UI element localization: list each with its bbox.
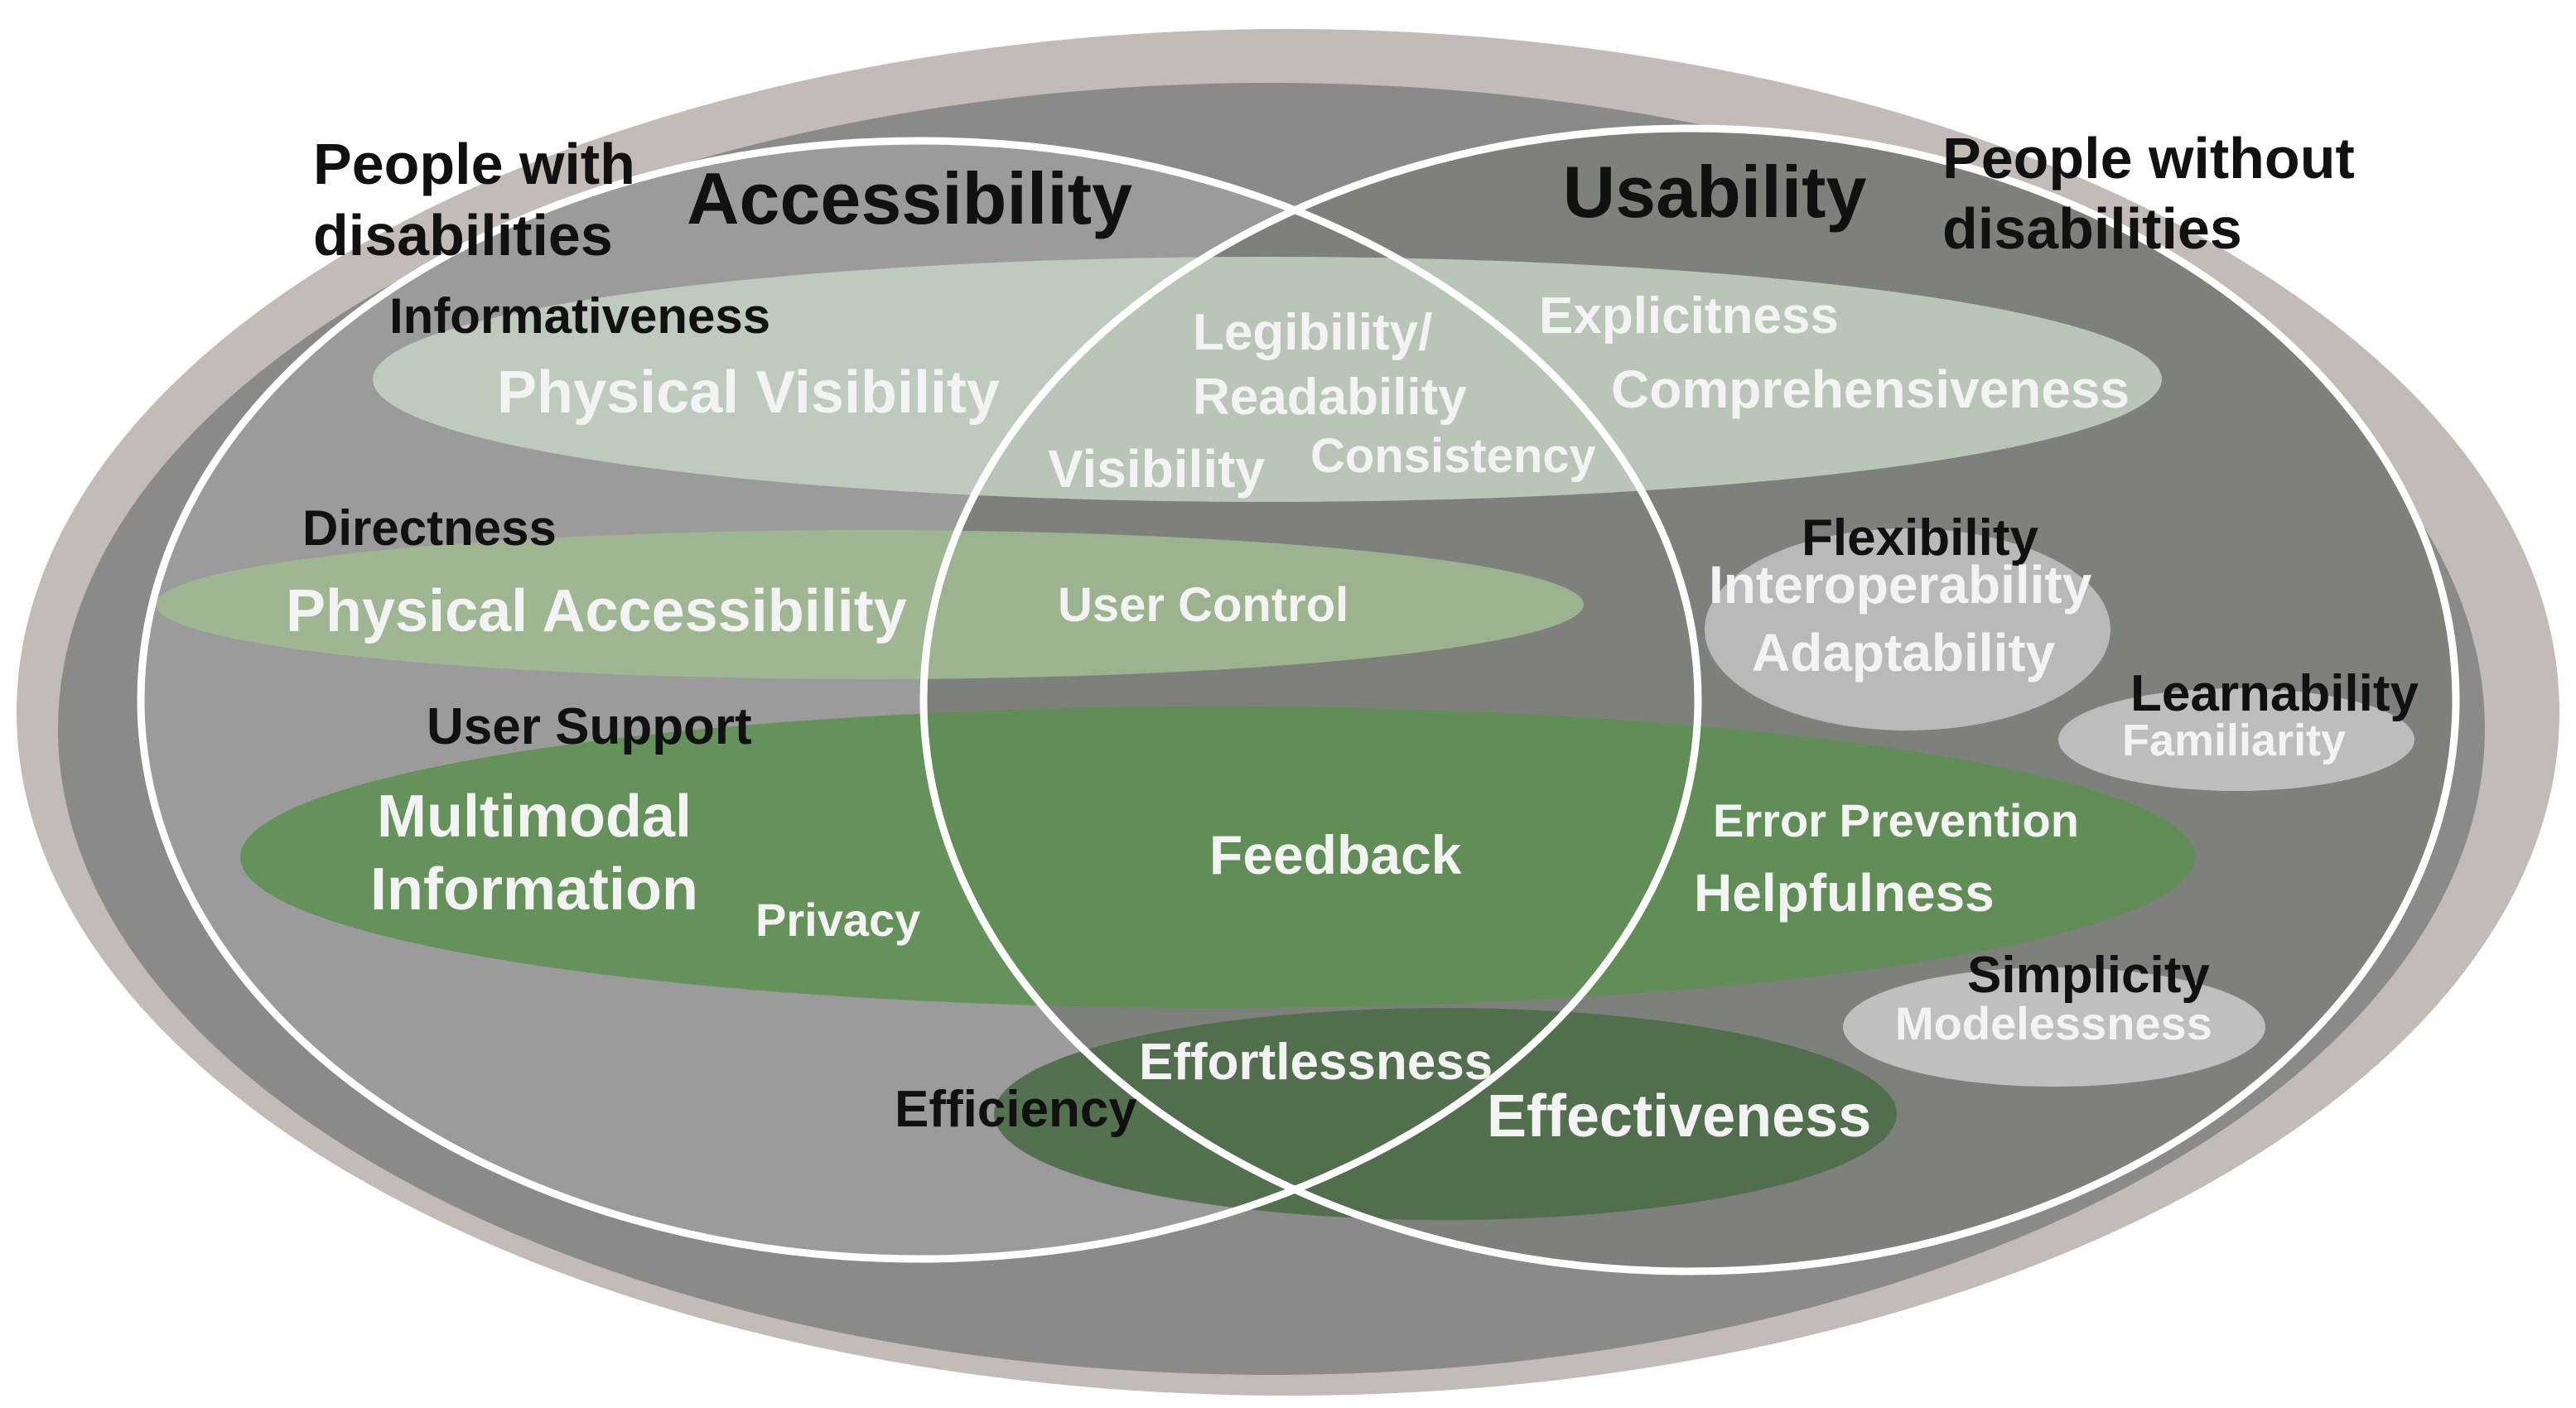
label-explicitness: Explicitness	[1539, 287, 1839, 345]
label-visibility: Visibility	[1048, 439, 1265, 499]
informativeness-band	[373, 257, 2162, 502]
label-learnability: Learnability	[2130, 665, 2419, 722]
people-with-disabilities-line2: disabilities	[313, 203, 613, 268]
people-with-disabilities-line1: People with	[313, 132, 635, 196]
flexibility-bubble	[1705, 528, 2110, 731]
label-information: Information	[370, 856, 698, 923]
accessibility-circle-outline	[137, 137, 1702, 1263]
label-effortlessness: Effortlessness	[1139, 1034, 1493, 1091]
label-effectiveness: Effectiveness	[1487, 1083, 1871, 1150]
label-directness: Directness	[302, 500, 557, 556]
label-user-control: User Control	[1058, 578, 1348, 632]
label-feedback: Feedback	[1209, 824, 1462, 885]
label-multimodal: Multimodal	[377, 784, 692, 850]
label-physical-accessibility: Physical Accessibility	[286, 578, 907, 644]
accessibility-title: Accessibility	[687, 157, 1132, 239]
physical-accessibility-band	[156, 530, 1584, 679]
people-without-disabilities-line2: disabilities	[1942, 196, 2242, 261]
usability-circle-outline	[919, 124, 2460, 1275]
label-readability: Readability	[1193, 369, 1467, 426]
label-efficiency: Efficiency	[895, 1081, 1137, 1138]
label-privacy: Privacy	[755, 894, 920, 946]
simplicity-bubble	[1843, 967, 2265, 1087]
label-helpfulness: Helpfulness	[1694, 863, 1995, 923]
label-legibility: Legibility/	[1193, 304, 1432, 361]
label-user-support: User Support	[427, 698, 752, 755]
label-consistency: Consistency	[1310, 429, 1596, 483]
user-support-band	[240, 706, 2195, 1008]
label-adaptability: Adaptability	[1752, 623, 2056, 682]
label-flexibility: Flexibility	[1802, 509, 2038, 567]
label-physical-visibility: Physical Visibility	[497, 359, 1000, 426]
learnability-bubble	[2058, 688, 2414, 791]
label-familiarity: Familiarity	[2122, 716, 2346, 765]
label-comprehensiveness: Comprehensiveness	[1611, 359, 2130, 419]
label-informativeness: Informativeness	[389, 288, 770, 344]
label-interoperability: Interoperability	[1709, 555, 2092, 615]
label-error-prevention: Error Prevention	[1713, 794, 2079, 846]
people-without-disabilities-line1: People without	[1942, 126, 2355, 190]
usability-title: Usability	[1563, 151, 1867, 233]
label-modelessness: Modelessness	[1895, 997, 2212, 1049]
label-simplicity: Simplicity	[1967, 947, 2210, 1004]
